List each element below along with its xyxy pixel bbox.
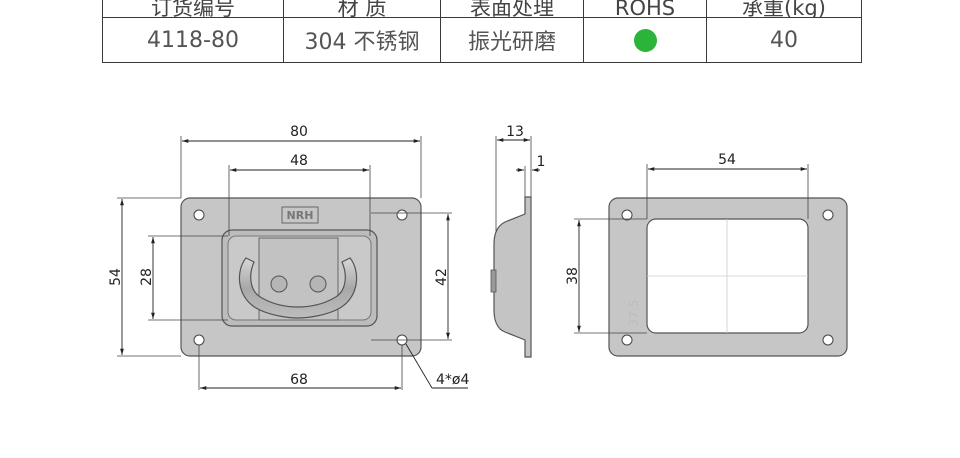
mount-hole — [621, 334, 633, 346]
label-front-height: 54 — [108, 268, 124, 286]
mount-hole — [193, 334, 205, 346]
cell-load: 40 — [706, 17, 862, 63]
label-side-depth: 13 — [506, 124, 524, 140]
cell-rohs — [583, 17, 707, 63]
mount-hole — [621, 209, 633, 221]
label-front-width: 80 — [290, 124, 308, 140]
label-front-right-height: 42 — [434, 268, 450, 286]
cell-model: 4118-80 — [102, 17, 284, 63]
mount-hole — [822, 334, 834, 346]
label-back-faint: 37.5 — [627, 300, 641, 327]
header-finish: 表面处理 — [440, 0, 584, 18]
front-view: NRH 80 48 54 — [108, 124, 469, 390]
logo-text: NRH — [287, 209, 314, 222]
d-ring-handle — [238, 257, 358, 319]
ring-pivot — [270, 275, 288, 293]
header-load: 承重(kg) — [706, 0, 862, 18]
label-hole-callout: 4*ø4 — [436, 372, 469, 388]
label-front-inner-height: 28 — [139, 268, 155, 286]
header-model: 订货编号 — [102, 0, 284, 18]
ring-pivot — [309, 275, 327, 293]
label-back-height: 38 — [565, 267, 581, 285]
mount-hole — [822, 209, 834, 221]
mount-hole — [396, 209, 408, 221]
side-view: 13 1 — [490, 124, 546, 358]
rohs-status-dot — [633, 29, 657, 52]
side-pin — [490, 269, 497, 293]
label-hole-spacing: 68 — [290, 372, 308, 388]
cell-material: 304 不锈钢 — [283, 17, 441, 63]
logo-box — [281, 206, 319, 224]
side-body — [493, 196, 532, 358]
label-front-inner-width: 48 — [290, 153, 308, 169]
mount-hole — [193, 209, 205, 221]
label-back-width: 54 — [718, 152, 736, 168]
cell-finish: 振光研磨 — [440, 17, 584, 63]
table-row: 4118-80 304 不锈钢 振光研磨 40 — [102, 17, 862, 63]
hole-leader — [405, 343, 433, 389]
back-view: 37.5 54 38 — [565, 152, 848, 357]
spec-table: 订货编号 材 质 表面处理 ROHS 承重(kg) 4118-80 304 不锈… — [102, 0, 862, 63]
label-side-flange: 1 — [537, 154, 546, 170]
